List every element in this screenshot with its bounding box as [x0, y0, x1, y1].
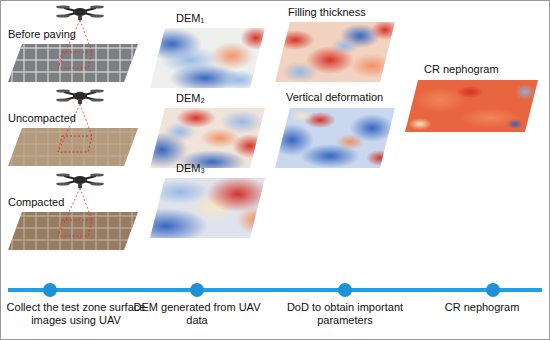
timeline-dot: CR nephogram [486, 283, 500, 297]
timeline-dot: DoD to obtain important parameters [338, 283, 352, 297]
timeline-connector [352, 288, 486, 292]
stage-caption: DoD to obtain important parameters [280, 301, 410, 327]
stage-caption: Collect the test zone surface images usi… [6, 301, 146, 327]
dem-map [142, 26, 272, 92]
timeline-dot: DEM generated from UAV data [190, 283, 204, 297]
figure-label: Uncompacted [8, 112, 76, 125]
figure-label: CR nephogram [424, 63, 499, 76]
timeline-dot: Collect the test zone surface images usi… [43, 283, 57, 297]
difference-map [270, 106, 398, 170]
dem-map [124, 176, 273, 244]
figure-label: Before paving [8, 28, 76, 41]
survey-row [8, 89, 138, 166]
survey-row [8, 173, 138, 250]
figure-label: DEM₁ [176, 12, 204, 25]
difference-map [273, 20, 399, 84]
figure-label: Filling thickness [288, 6, 366, 19]
stage-caption: CR nephogram [427, 301, 537, 314]
cr-map [403, 78, 541, 134]
dem-map [136, 106, 268, 174]
figure-label: Vertical deformation [286, 91, 383, 104]
timeline-connector [57, 288, 190, 292]
timeline-line [8, 288, 542, 292]
stage-caption: DEM generated from UAV data [132, 301, 262, 327]
figure-label: DEM₂ [176, 92, 205, 105]
timeline-connector [204, 288, 338, 292]
figure-label: Compacted [8, 196, 64, 209]
figure-label: DEM₃ [176, 162, 205, 175]
survey-row [8, 5, 138, 82]
